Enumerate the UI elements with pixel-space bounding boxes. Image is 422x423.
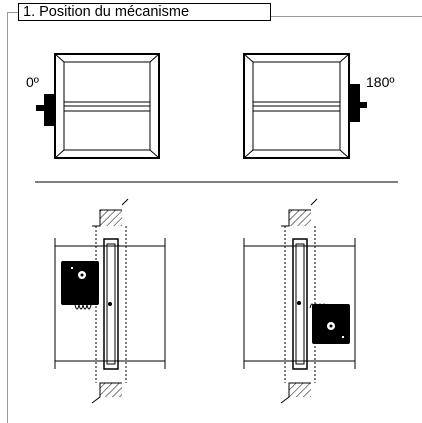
actuator-right-180 (349, 84, 367, 122)
damper-side-view-180 (243, 198, 356, 404)
frame-left-line (7, 12, 8, 423)
actuator-box-180 (309, 303, 350, 344)
damper-side-view-0 (54, 198, 166, 404)
angle-label-180: 180º (366, 74, 395, 90)
section-title: 1. Position du mécanisme (23, 4, 190, 20)
frame-left-tick (7, 12, 18, 13)
frame-top-line (271, 16, 422, 17)
actuator-box-0 (61, 261, 99, 310)
actuator-left-0 (36, 94, 55, 126)
damper-front-view-0 (54, 53, 160, 159)
damper-front-view-180 (243, 53, 350, 159)
section-title-box: 1. Position du mécanisme (18, 3, 271, 21)
blade-axis-0 (108, 302, 112, 306)
angle-label-0: 0º (26, 74, 39, 90)
blade-axis-180 (297, 301, 301, 305)
